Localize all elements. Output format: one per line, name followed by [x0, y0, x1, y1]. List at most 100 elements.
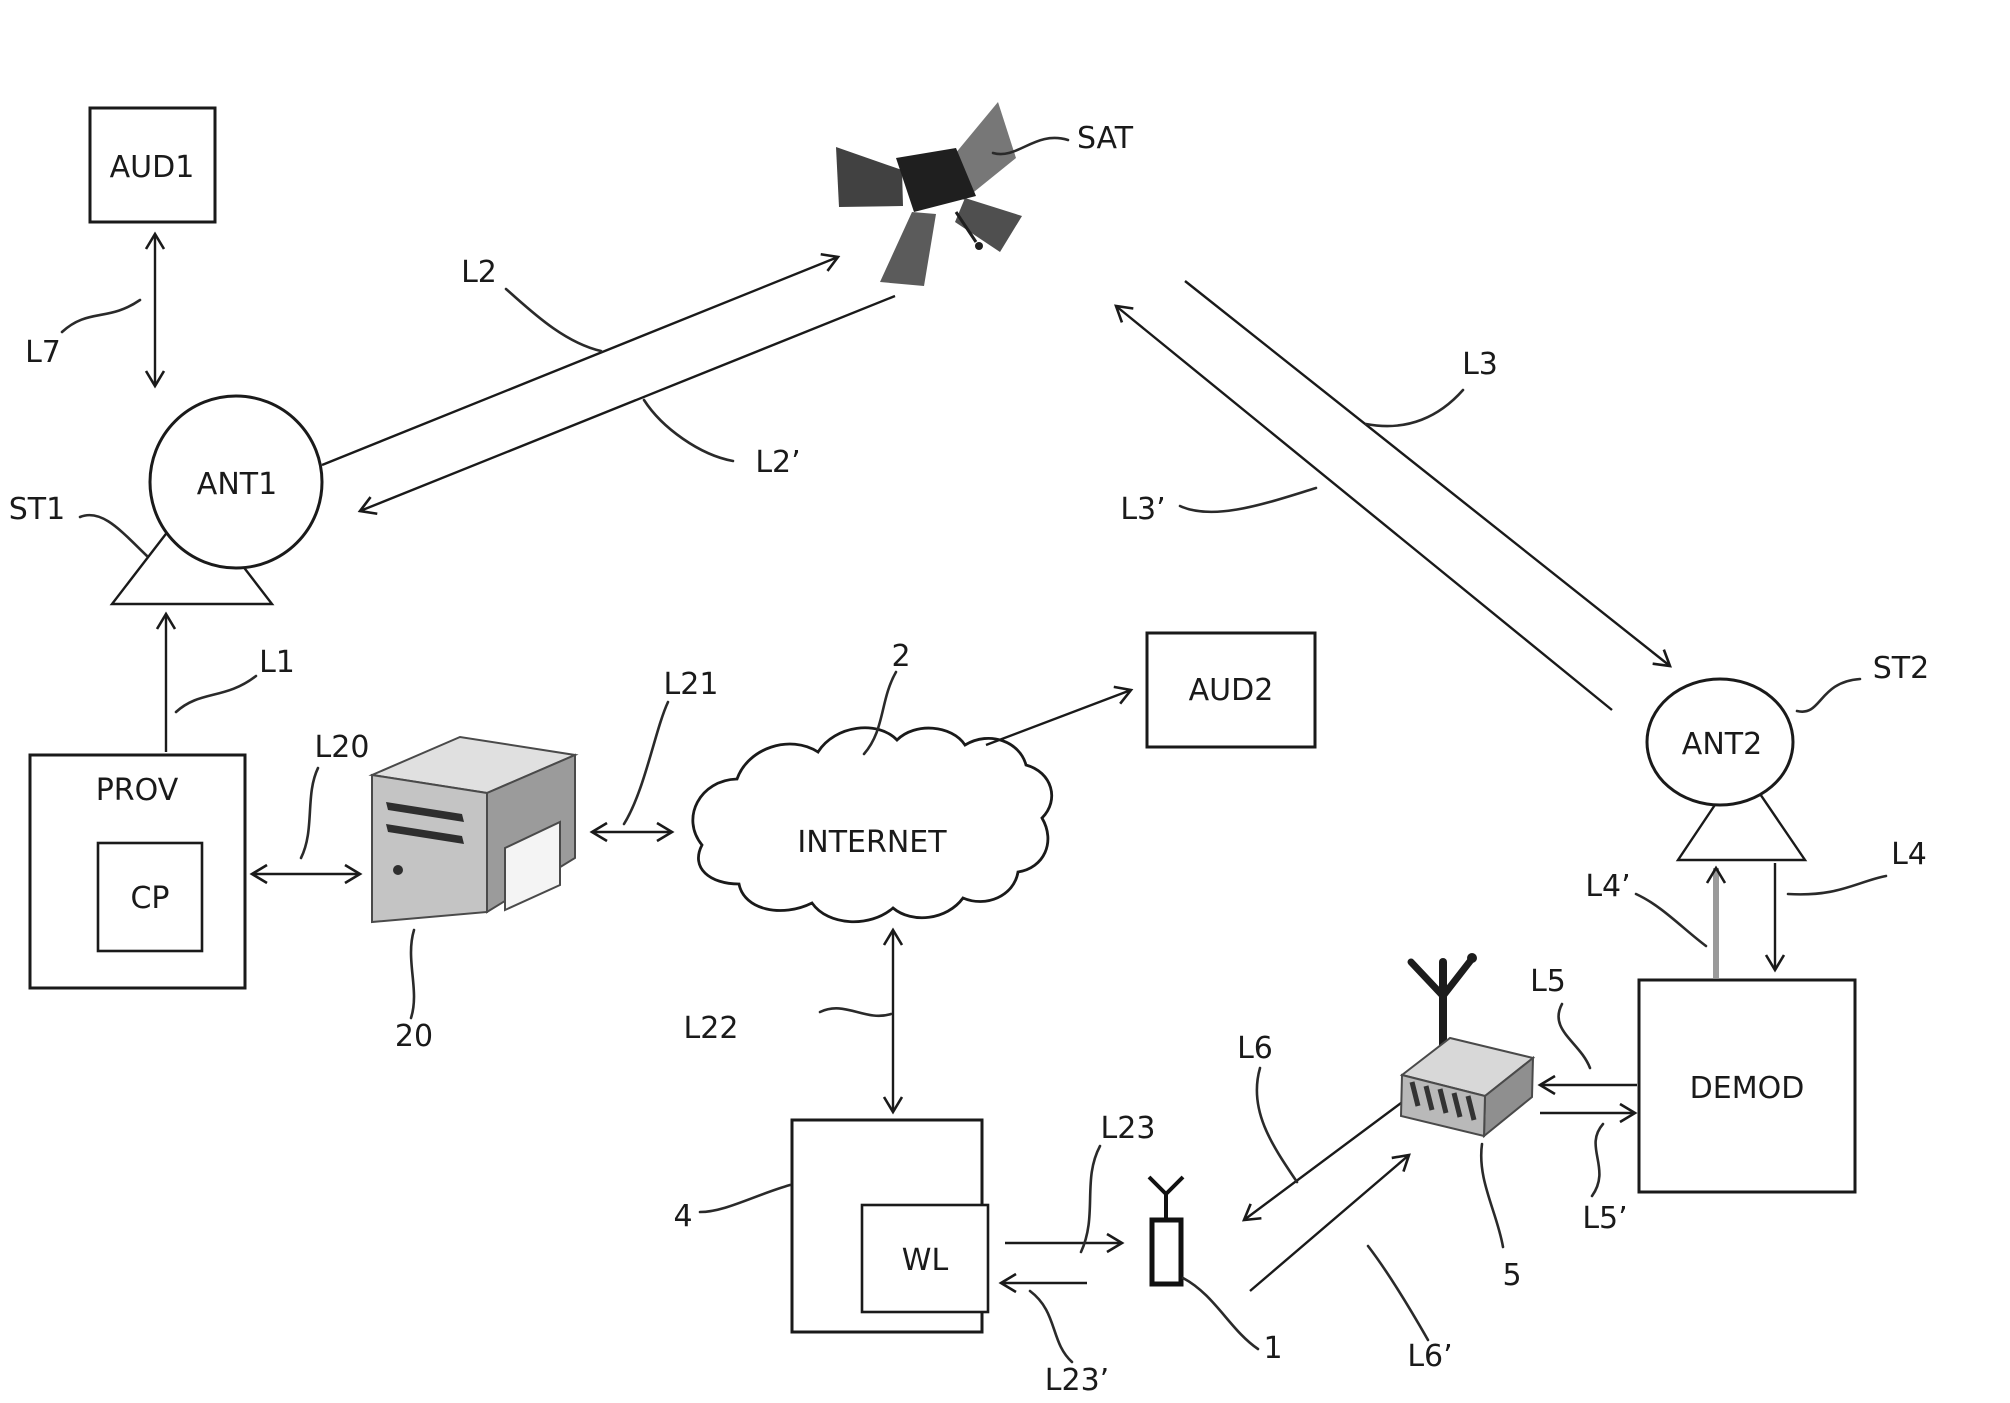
l7-leader-line: [60, 298, 142, 334]
l3p-leader-line: [1178, 486, 1318, 514]
l3-link: [1184, 280, 1672, 668]
l2-leader-line: [504, 287, 603, 353]
l21-leader-line: [622, 700, 670, 826]
st2-label: ST2: [1873, 651, 1929, 686]
l5p-leader-line: [1590, 1122, 1605, 1198]
aud2-label: AUD2: [1189, 673, 1274, 708]
n1-leader-line: [1181, 1276, 1260, 1351]
l5-label: L5: [1530, 964, 1566, 999]
l6-leader-line: [1255, 1066, 1299, 1184]
cp-box: [96, 841, 204, 953]
l21-label: L21: [664, 667, 719, 702]
router-vent: [1409, 1081, 1421, 1107]
l1-leader-line: [174, 674, 258, 714]
ant1-station: ANT1: [109, 394, 324, 606]
l3-leader-line: [1364, 388, 1465, 428]
router-number-label: 5: [1502, 1258, 1521, 1293]
l20-label: L20: [315, 730, 370, 765]
l23p-leader-line: [1028, 1289, 1074, 1364]
l4p-label: L4’: [1585, 869, 1630, 904]
router-antenna-tip: [1467, 953, 1477, 963]
router-vent: [1451, 1092, 1463, 1118]
st1-leader-line: [78, 513, 149, 558]
ant2-station: ANT2: [1645, 677, 1808, 862]
n4-leader-line: [698, 1183, 792, 1214]
server-number-label: 20: [395, 1019, 433, 1054]
router-vent: [1465, 1095, 1477, 1121]
st2-leader-line: [1795, 677, 1862, 713]
l23-leader-line: [1079, 1144, 1102, 1254]
internet-cloud: [691, 726, 1054, 924]
wl-label: WL: [902, 1243, 949, 1278]
terminal-antenna-left: [1147, 1175, 1168, 1196]
n2-leader-line: [862, 670, 898, 756]
l2p-leader-line: [642, 398, 735, 463]
l4p-leader-line: [1634, 892, 1708, 948]
satellite-body: [896, 148, 976, 212]
l2p-label: L2’: [755, 445, 800, 480]
sat-label: SAT: [1077, 121, 1134, 156]
terminal-antenna-right: [1164, 1175, 1185, 1196]
cp-label: CP: [130, 881, 169, 916]
wl-box: [860, 1203, 990, 1314]
demod-label: DEMOD: [1690, 1071, 1805, 1106]
l6-label: L6: [1237, 1031, 1273, 1066]
server-icon: [368, 735, 579, 924]
l20-leader-line: [299, 766, 320, 860]
l6p-label: L6’: [1407, 1339, 1452, 1374]
l22-label: L22: [684, 1011, 739, 1046]
st1-label: ST1: [9, 492, 65, 527]
l3p-label: L3’: [1120, 492, 1165, 527]
prov-label: PROV: [96, 773, 179, 808]
aud2-box: [1145, 631, 1317, 749]
l7-label: L7: [25, 335, 61, 370]
l3p-link: [1114, 304, 1613, 711]
satellite-antenna-tip: [975, 242, 983, 250]
internet-label: INTERNET: [797, 825, 947, 860]
l2-link: [321, 252, 841, 467]
internet-number-label: 2: [891, 639, 910, 674]
router-antenna-left: [1407, 958, 1447, 1000]
ant2-mount-icon: [1675, 763, 1808, 862]
satellite-blade-s: [880, 212, 936, 286]
demod-box: [1637, 978, 1857, 1194]
terminal-number-label: 1: [1263, 1331, 1282, 1366]
router-vent: [1437, 1088, 1449, 1114]
server-power-dot: [393, 865, 403, 875]
server-tray: [504, 820, 561, 912]
l2p-link: [357, 294, 896, 516]
router-vent: [1423, 1085, 1435, 1111]
l3-label: L3: [1462, 347, 1498, 382]
wl-number-label: 4: [673, 1199, 692, 1234]
server-front-face: [371, 773, 488, 924]
l22-leader-line: [818, 1007, 893, 1018]
l5-leader-line: [1557, 1002, 1592, 1070]
l4-label: L4: [1891, 837, 1927, 872]
ant2-label: ANT2: [1682, 727, 1762, 762]
server-vent-slot: [386, 802, 464, 822]
l6p-leader-line: [1366, 1244, 1430, 1342]
router-icon: [1399, 953, 1536, 1139]
l23p-label: L23’: [1045, 1363, 1109, 1398]
terminal-icon: [1147, 1175, 1185, 1287]
n20-leader-line: [409, 928, 416, 1020]
satellite-antenna-line: [954, 211, 978, 243]
sat-leader-line: [991, 136, 1070, 156]
n5-leader-line: [1479, 1142, 1505, 1249]
satellite-blade-w: [836, 147, 903, 207]
ant2-dish-icon: [1645, 677, 1795, 807]
aud2-link: [985, 685, 1134, 747]
ant1-dish-icon: [148, 394, 324, 570]
l5p-label: L5’: [1582, 1201, 1627, 1236]
aud1-box: [88, 106, 217, 224]
router-antenna-right: [1439, 956, 1475, 1000]
l1-label: L1: [259, 645, 295, 680]
l2-label: L2: [461, 255, 497, 290]
satellite-icon: [836, 102, 1022, 286]
ant1-label: ANT1: [197, 467, 277, 502]
l4-leader-line: [1786, 874, 1888, 896]
aud1-label: AUD1: [110, 150, 195, 185]
l6p-link: [1249, 1153, 1411, 1292]
